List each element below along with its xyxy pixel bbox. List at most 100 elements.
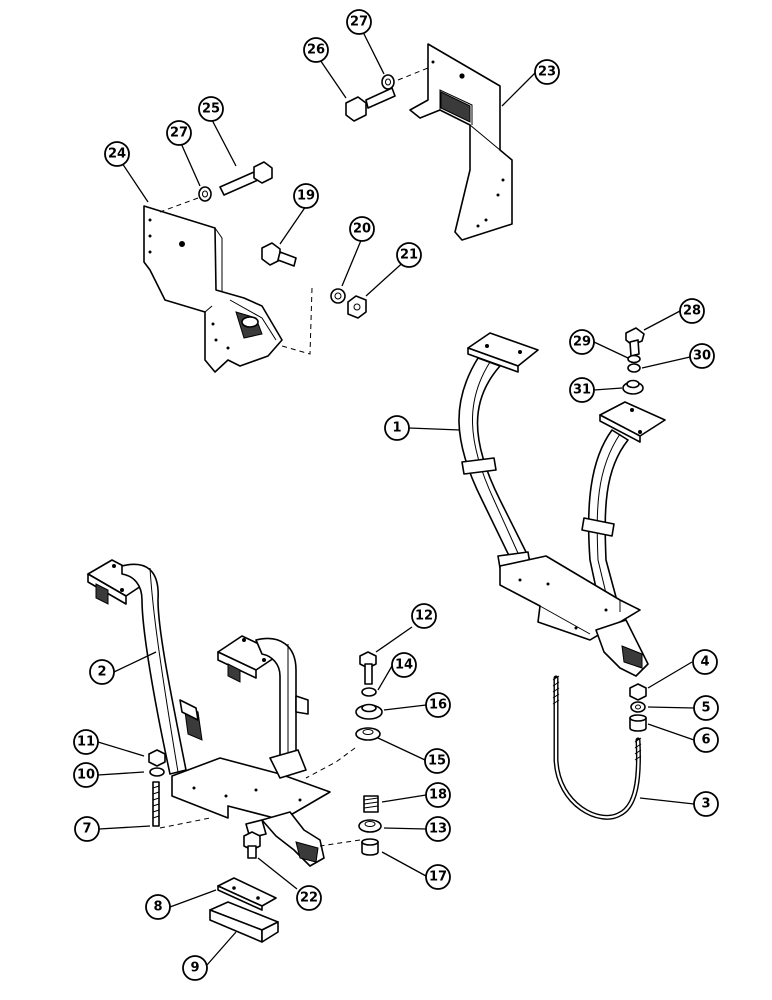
callout-17[interactable]: 17 [425,864,451,890]
assembly-line-nut-21 [281,287,313,355]
bracket-part-24 [143,205,283,373]
callout-29[interactable]: 29 [569,329,595,355]
svg-text:8: 8 [153,900,162,915]
callout-6[interactable]: 6 [693,727,719,753]
bracket-part-23 [409,43,513,241]
svg-text:29: 29 [573,335,591,350]
callout-12[interactable]: 12 [411,603,437,629]
spacer-part-6 [629,714,647,732]
frame-part-1 [458,332,666,677]
callout-21[interactable]: 21 [396,242,422,268]
svg-text:14: 14 [395,658,413,673]
callout-5[interactable]: 5 [693,695,719,721]
svg-text:17: 17 [429,870,447,885]
svg-text:19: 19 [297,189,315,204]
callout-30[interactable]: 30 [689,343,715,369]
svg-text:31: 31 [573,383,591,398]
svg-text:27: 27 [350,15,368,30]
washer-part-27-left [198,186,212,202]
svg-text:1: 1 [392,421,401,436]
callout-9[interactable]: 9 [182,955,208,981]
svg-text:5: 5 [701,701,710,716]
svg-text:27: 27 [170,126,188,141]
svg-text:22: 22 [300,891,318,906]
callout-3[interactable]: 3 [693,791,719,817]
mount-part-13 [358,819,382,833]
assembly-line-mount-upper [305,747,356,779]
svg-text:23: 23 [538,65,556,80]
assembly-line-stud-7 [159,817,211,829]
callout-leaders [97,23,695,966]
washer-part-29 [627,354,641,364]
callout-2[interactable]: 2 [89,659,115,685]
assembly-line-bolt-25 [159,197,199,213]
svg-text:28: 28 [683,304,701,319]
callout-27-upper[interactable]: 27 [346,9,372,35]
callout-28[interactable]: 28 [679,298,705,324]
block-part-9 [209,901,279,943]
callout-11[interactable]: 11 [73,729,99,755]
bolt-part-22 [243,831,261,859]
callout-8[interactable]: 8 [145,894,171,920]
mount-part-31 [622,379,644,395]
callout-20[interactable]: 20 [349,216,375,242]
svg-text:18: 18 [429,788,447,803]
callout-10[interactable]: 10 [73,762,99,788]
callout-19[interactable]: 19 [293,183,319,209]
svg-text:9: 9 [190,961,199,976]
washer-part-5 [630,701,646,713]
svg-text:2: 2 [97,665,106,680]
callout-31[interactable]: 31 [569,377,595,403]
washer-part-30 [627,363,641,373]
svg-text:7: 7 [82,822,91,837]
callout-23[interactable]: 23 [534,59,560,85]
washer-part-10 [149,767,165,777]
washer-part-15 [355,727,381,741]
svg-text:26: 26 [307,43,325,58]
bolt-part-19 [261,242,297,267]
spring-part-18 [363,795,379,813]
plate-part-8 [217,877,277,911]
washer-part-27-upper [381,74,395,90]
washer-part-14 [361,687,377,697]
callout-7[interactable]: 7 [74,816,100,842]
bolt-part-12 [359,651,377,685]
svg-text:16: 16 [429,698,447,713]
svg-text:24: 24 [108,147,126,162]
assembly-line-bolt-26 [397,67,429,81]
callout-27-left[interactable]: 27 [166,120,192,146]
callout-16[interactable]: 16 [425,692,451,718]
svg-text:12: 12 [415,609,433,624]
svg-text:30: 30 [693,349,711,364]
svg-text:11: 11 [77,735,95,750]
svg-text:15: 15 [428,754,446,769]
frame-part-2 [87,559,331,867]
stud-part-7 [152,781,160,827]
svg-text:10: 10 [77,768,95,783]
svg-text:3: 3 [701,797,710,812]
svg-text:21: 21 [400,248,418,263]
bolt-part-25 [219,161,273,196]
nut-part-21 [347,295,367,319]
callout-14[interactable]: 14 [391,652,417,678]
callout-1[interactable]: 1 [384,415,410,441]
nut-part-11 [148,749,166,767]
callout-15[interactable]: 15 [424,748,450,774]
svg-text:25: 25 [202,102,220,117]
washer-part-20 [330,288,346,304]
callout-24[interactable]: 24 [104,141,130,167]
bolt-part-26 [345,87,396,122]
callout-22[interactable]: 22 [296,885,322,911]
spacer-part-17 [361,838,379,856]
callout-25[interactable]: 25 [198,96,224,122]
svg-text:20: 20 [353,222,371,237]
callout-13[interactable]: 13 [425,816,451,842]
callout-4[interactable]: 4 [692,649,718,675]
mount-part-16 [355,703,383,720]
nut-part-4 [629,683,647,701]
callout-18[interactable]: 18 [425,782,451,808]
svg-text:4: 4 [700,655,709,670]
assembly-line-mount-lower [319,839,361,847]
callout-26[interactable]: 26 [303,37,329,63]
